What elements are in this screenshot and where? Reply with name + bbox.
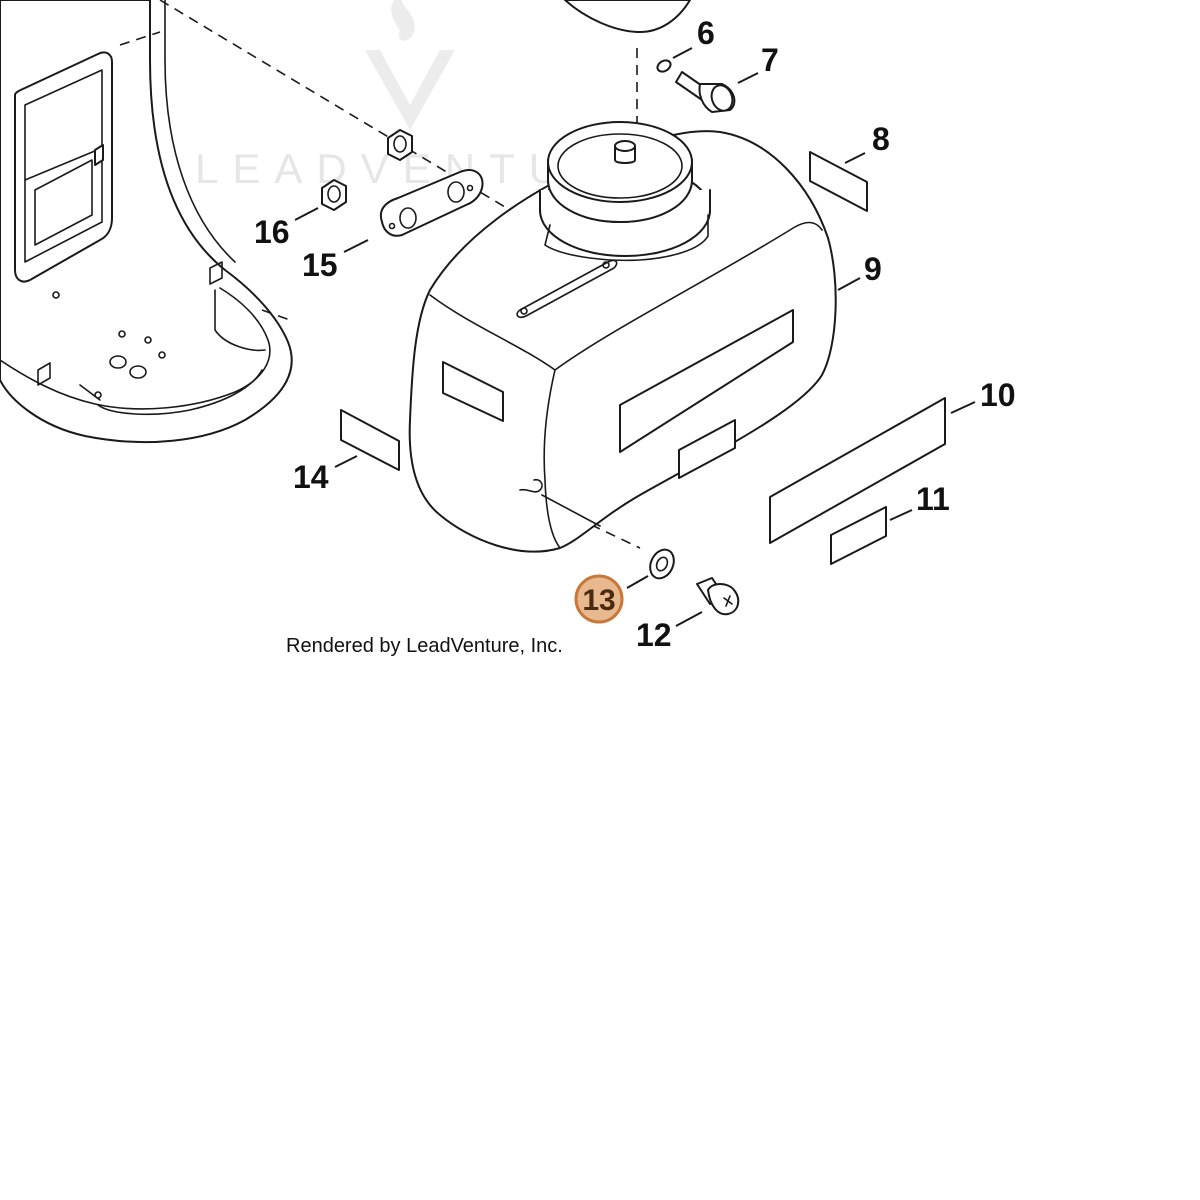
decal-10 (769, 397, 946, 544)
callout-13[interactable]: 13 (582, 584, 615, 617)
callout-15[interactable]: 15 (302, 247, 338, 283)
washer-13 (649, 548, 675, 580)
callout-16[interactable]: 16 (254, 214, 290, 250)
callout-14[interactable]: 14 (293, 459, 329, 495)
floor-panel (0, 0, 293, 444)
filler-neck (539, 121, 711, 262)
render-credit: Rendered by LeadVenture, Inc. (286, 635, 563, 657)
callout-7[interactable]: 7 (761, 42, 779, 78)
decal-11 (830, 506, 887, 565)
callout-12[interactable]: 12 (636, 617, 672, 653)
screw-12 (696, 577, 740, 616)
callout-13-highlight[interactable]: 13 (574, 574, 624, 624)
highlight-circle (574, 574, 624, 624)
nut-upper (387, 129, 413, 161)
o-ring-6 (656, 59, 672, 73)
callout-9[interactable]: 9 (864, 251, 882, 287)
leader-lines (294, 47, 976, 627)
callout-6[interactable]: 6 (697, 15, 715, 51)
callout-8[interactable]: 8 (872, 121, 890, 157)
callout-10[interactable]: 10 (980, 377, 1016, 413)
decal-14 (340, 409, 400, 471)
bolt-7 (675, 71, 736, 113)
nut-16 (321, 179, 347, 211)
fuel-tank-9 (408, 121, 837, 553)
decal-8 (809, 151, 868, 212)
filler-cap-top (564, 0, 691, 33)
callout-11[interactable]: 11 (916, 481, 950, 517)
bracket-15 (379, 169, 484, 237)
